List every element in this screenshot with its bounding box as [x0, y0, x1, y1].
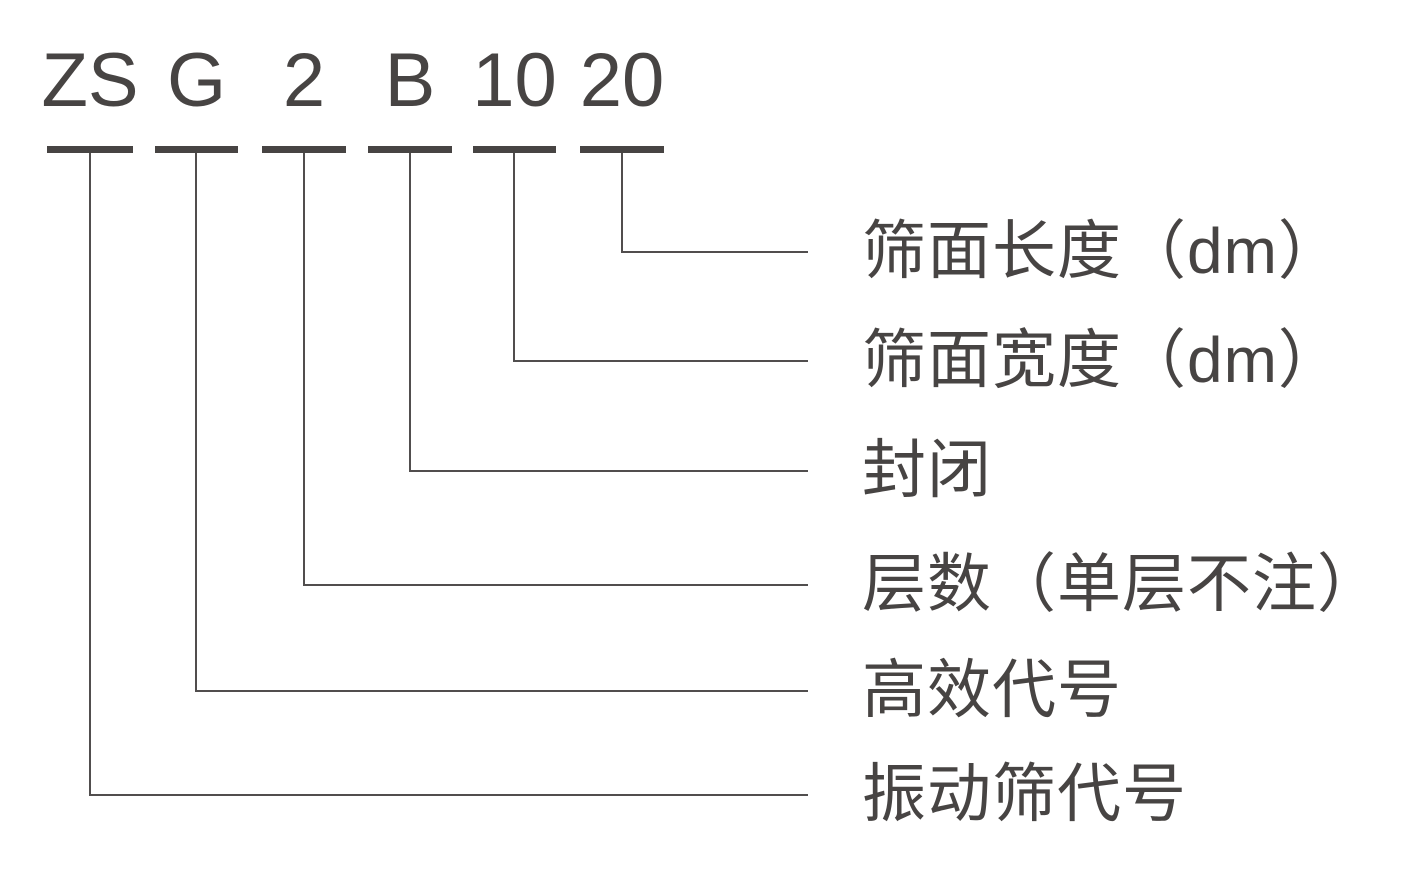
- connector-horizontal-g: [195, 690, 808, 692]
- code-underline-10: [473, 146, 556, 153]
- code-part-g: G: [155, 0, 238, 153]
- code-underline-b: [368, 146, 452, 153]
- connector-horizontal-2: [303, 584, 808, 586]
- connector-horizontal-b: [409, 470, 808, 472]
- connector-vertical-zs: [89, 153, 91, 796]
- code-underline-20: [580, 146, 664, 153]
- label-screen-length: 筛面长度（dm）: [862, 215, 1343, 287]
- label-high-efficiency-code: 高效代号: [862, 654, 1122, 726]
- code-part-10: 10: [472, 0, 557, 153]
- code-text-zs: ZS: [41, 38, 139, 123]
- connector-vertical-b: [409, 153, 411, 472]
- code-text-b: B: [384, 38, 436, 123]
- connector-horizontal-zs: [89, 794, 808, 796]
- connector-vertical-20: [621, 153, 623, 253]
- connector-vertical-10: [513, 153, 515, 362]
- code-text-20: 20: [579, 38, 665, 123]
- connector-horizontal-20: [621, 251, 808, 253]
- code-part-2: 2: [262, 0, 346, 153]
- connector-vertical-g: [195, 153, 197, 692]
- label-enclosed: 封闭: [862, 434, 992, 506]
- code-underline-zs: [47, 146, 133, 153]
- label-screen-width: 筛面宽度（dm）: [862, 324, 1343, 396]
- code-underline-2: [262, 146, 346, 153]
- code-text-2: 2: [282, 38, 326, 123]
- code-part-20: 20: [580, 0, 664, 153]
- code-text-g: G: [166, 38, 227, 123]
- code-text-10: 10: [472, 38, 557, 123]
- code-underline-g: [155, 146, 238, 153]
- label-vibrating-screen-code: 振动筛代号: [862, 758, 1187, 830]
- connector-vertical-2: [303, 153, 305, 586]
- code-part-b: B: [368, 0, 452, 153]
- code-part-zs: ZS: [41, 0, 139, 153]
- label-layer-count: 层数（单层不注）: [862, 548, 1382, 620]
- connector-horizontal-10: [513, 360, 808, 362]
